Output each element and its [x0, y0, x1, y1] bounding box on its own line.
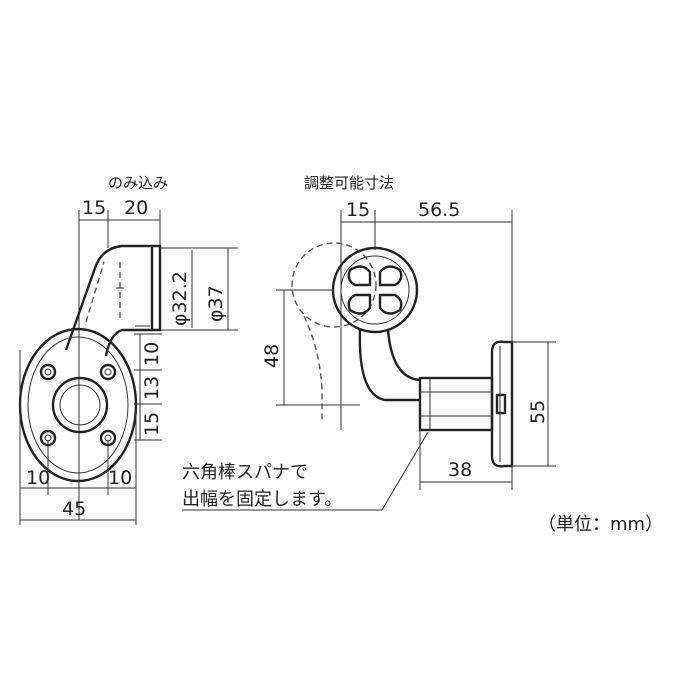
note-callout: 六角棒スパナで 出幅を固定します。	[182, 431, 429, 511]
dim-bottom-left-10: 10	[26, 467, 50, 489]
left-arm	[64, 244, 162, 357]
dim-38: 38	[448, 459, 472, 481]
right-view: 調整可能寸法 15 56.5	[261, 174, 556, 490]
left-diameter-dimensions: φ32.2 φ37	[160, 247, 238, 331]
dim-top-15: 15	[82, 197, 106, 219]
right-view-label: 調整可能寸法	[304, 174, 394, 192]
left-top-dimensions: 15 20	[78, 197, 161, 520]
leader-line	[381, 431, 429, 511]
unit-label: （単位：mm）	[538, 514, 663, 535]
dim-side-15: 15	[141, 412, 163, 436]
note-line-1: 六角棒スパナで	[182, 462, 308, 483]
bracket-neck	[358, 329, 421, 402]
right-bottom-dimension: 38	[419, 430, 513, 490]
dim-48: 48	[261, 344, 283, 368]
dim-bottom-right-10: 10	[108, 467, 132, 489]
right-top-dimensions: 15 56.5	[340, 199, 513, 430]
ghost-position	[291, 242, 377, 420]
right-left-dimension: 48	[261, 289, 360, 406]
dim-right-top-15: 15	[346, 199, 370, 221]
left-view: のみ込み 15 20	[18, 174, 238, 525]
dim-bottom-45: 45	[62, 498, 86, 520]
left-side-dimensions: 10 13 15	[134, 333, 163, 441]
dim-dia-37: φ37	[205, 285, 227, 322]
wall-plate	[490, 340, 514, 468]
left-base-plate	[18, 327, 138, 483]
right-side-dimension: 55	[512, 341, 556, 467]
dim-side-13: 13	[141, 376, 163, 400]
dim-top-20: 20	[124, 197, 148, 219]
dim-dia-32-2: φ32.2	[169, 271, 191, 326]
bracket-post	[418, 376, 494, 432]
left-bottom-dimensions: 10 10 45	[19, 350, 137, 525]
dim-right-top-56-5: 56.5	[418, 199, 460, 221]
note-line-2: 出幅を固定します。	[182, 489, 342, 510]
dim-side-10: 10	[141, 342, 163, 366]
dim-55: 55	[527, 400, 549, 424]
left-view-label: のみ込み	[108, 174, 168, 192]
